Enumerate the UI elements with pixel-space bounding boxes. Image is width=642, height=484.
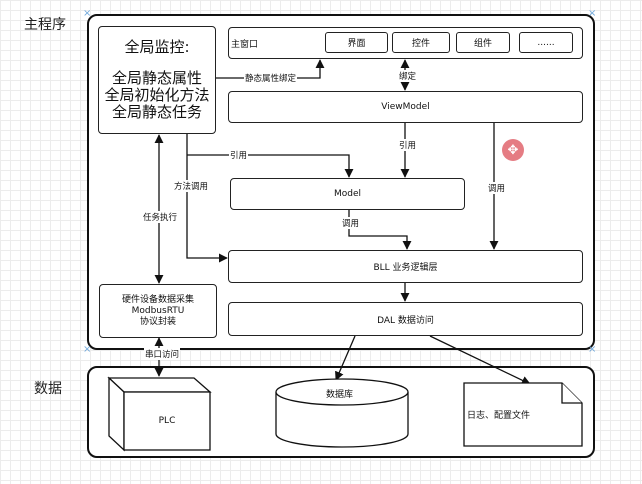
log-file-label: 日志、配置文件 xyxy=(467,411,531,421)
selection-handle-icon[interactable]: × xyxy=(83,8,92,19)
edge-dal-logfile xyxy=(429,335,531,385)
tab-interface[interactable]: 界面 xyxy=(325,32,388,53)
global-monitor-title: 全局监控: xyxy=(124,38,190,56)
label-ref-viewmodel-model: 引用 xyxy=(398,139,418,151)
bll-box[interactable]: BLL 业务逻辑层 xyxy=(228,250,583,283)
hardware-line: ModbusRTU xyxy=(131,305,185,316)
plc-cube xyxy=(107,376,212,452)
edge-ref-monitor-model xyxy=(187,154,354,178)
database-label: 数据库 xyxy=(326,390,354,400)
viewmodel-box[interactable]: ViewModel xyxy=(228,91,583,123)
tab-controls[interactable]: 控件 xyxy=(392,32,450,53)
global-monitor-line: 全局初始化方法 xyxy=(104,86,210,104)
dal-box[interactable]: DAL 数据访问 xyxy=(228,302,583,336)
edge-call-model-bll xyxy=(348,210,412,250)
hardware-line: 硬件设备数据采集 xyxy=(121,294,194,305)
label-call-model-bll: 调用 xyxy=(341,217,361,229)
label-call-viewmodel-bll: 调用 xyxy=(487,182,507,194)
global-monitor-box[interactable]: 全局监控: 全局静态属性 全局初始化方法 全局静态任务 xyxy=(98,26,216,134)
main-program-label: 主程序 xyxy=(24,17,66,33)
main-window-label: 主窗口 xyxy=(231,39,259,50)
tab-more[interactable]: ...... xyxy=(519,32,573,53)
label-binding: 绑定 xyxy=(398,70,418,82)
edge-dal-database xyxy=(335,335,356,381)
tab-components[interactable]: 组件 xyxy=(456,32,510,53)
global-monitor-line: 全局静态任务 xyxy=(111,103,202,121)
hardware-line: 协议封装 xyxy=(139,316,176,327)
plc-label: PLC xyxy=(158,416,176,426)
model-box[interactable]: Model xyxy=(230,178,465,210)
label-task-exec: 任务执行 xyxy=(142,211,179,223)
selection-handle-icon[interactable]: × xyxy=(588,8,597,19)
selection-handle-icon[interactable]: × xyxy=(83,344,92,355)
label-ref-monitor-model: 引用 xyxy=(229,149,249,161)
edge-method-call xyxy=(186,134,228,263)
data-section-label: 数据 xyxy=(34,381,62,397)
move-cursor-icon: ✥ xyxy=(502,139,524,161)
label-method-call: 方法调用 xyxy=(173,180,210,192)
global-monitor-line: 全局静态属性 xyxy=(111,69,202,87)
log-file-document xyxy=(463,382,583,447)
label-serial-access: 串口访问 xyxy=(144,348,181,360)
selection-handle-icon[interactable]: × xyxy=(588,344,597,355)
database-cylinder xyxy=(275,378,409,448)
label-static-binding: 静态属性绑定 xyxy=(244,72,298,84)
